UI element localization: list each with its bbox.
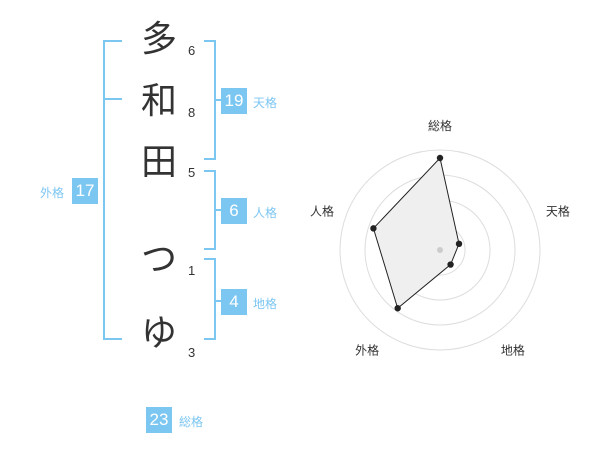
gaikaku-label: 外格 [40, 186, 65, 200]
radar-point-1 [436, 154, 444, 162]
radar-point-3 [447, 261, 454, 268]
radar-ring-4 [339, 149, 541, 351]
radar-axis-label-2: 天格 [546, 204, 570, 219]
chikaku-label: 地格 [253, 297, 278, 311]
name-char-2: 和 [141, 81, 178, 122]
chikaku-bracket-tick [214, 300, 222, 302]
soukaku-score: 23 [146, 407, 172, 433]
jinkaku-bracket-tick [214, 209, 222, 211]
gaikaku-bracket [103, 40, 122, 340]
name-char-3: 田 [141, 142, 178, 183]
radar-point-4 [394, 305, 401, 312]
radar-axis-label-5: 人格 [310, 204, 334, 219]
stroke-count-5: 3 [188, 345, 196, 360]
stroke-count-4: 1 [188, 263, 196, 278]
radar-polygon [372, 156, 460, 310]
stroke-count-2: 8 [188, 105, 196, 120]
tenkaku-score: 19 [221, 88, 247, 114]
stroke-count-1: 6 [188, 43, 196, 58]
radar-axis-label-1: 総格 [428, 118, 452, 133]
name-char-1: 多 [141, 19, 178, 60]
name-char-5: ゆ [141, 313, 178, 354]
gaikaku-bracket-tick [103, 98, 122, 100]
radar-axis-label-4: 外格 [355, 342, 379, 357]
gaikaku-score: 17 [72, 178, 98, 204]
stroke-count-3: 5 [188, 165, 196, 180]
soukaku-label: 総格 [179, 415, 204, 429]
jinkaku-label: 人格 [253, 206, 278, 220]
chikaku-score: 4 [221, 289, 247, 315]
tenkaku-label: 天格 [253, 96, 278, 110]
chikaku-bracket [204, 258, 216, 340]
name-char-4: つ [141, 239, 178, 280]
radar-axis-label-3: 地格 [501, 342, 525, 357]
radar-point-2 [455, 240, 463, 248]
radar-center-dot [437, 247, 443, 253]
radar-point-5 [370, 225, 377, 232]
jinkaku-score: 6 [221, 198, 247, 224]
tenkaku-bracket-tick [214, 99, 222, 101]
